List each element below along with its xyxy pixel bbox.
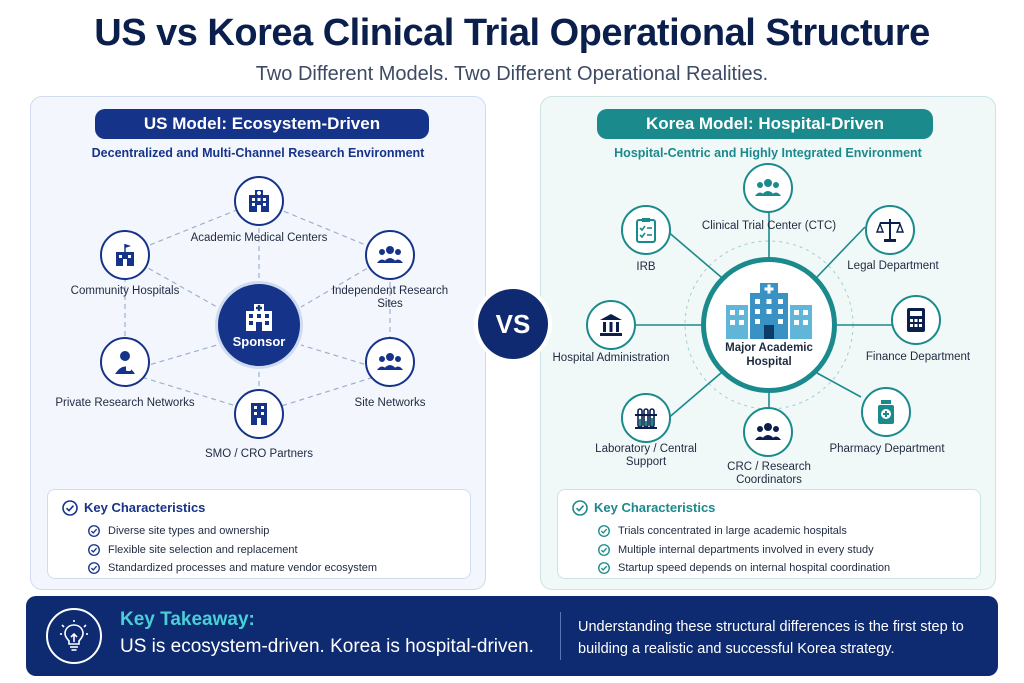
check-circle-icon <box>598 562 610 575</box>
us-node-independent <box>365 230 415 280</box>
korea-label-pharmacy: Pharmacy Department <box>829 443 945 455</box>
hospital-building-icon <box>249 190 269 212</box>
korea-node-lab <box>621 393 671 443</box>
check-circle-icon <box>88 562 100 575</box>
us-model-panel: US Model: Ecosystem-Driven Decentralized… <box>30 96 486 590</box>
check-circle-icon <box>88 543 100 556</box>
korea-characteristic-text: Trials concentrated in large academic ho… <box>618 525 847 538</box>
medicine-bottle-icon <box>878 400 894 424</box>
list-item: Flexible site selection and replacement <box>88 541 377 560</box>
us-model-tagline: Decentralized and Multi-Channel Research… <box>91 146 425 160</box>
institution-columns-icon <box>600 314 622 336</box>
korea-model-heading: Korea Model: Hospital-Driven <box>597 109 933 139</box>
list-item: Trials concentrated in large academic ho… <box>598 522 890 541</box>
korea-node-crc <box>743 407 793 457</box>
korea-node-pharmacy <box>861 387 911 437</box>
hospital-flag-icon <box>116 244 134 266</box>
korea-node-admin <box>586 300 636 350</box>
key-takeaway-label: Key Takeaway: <box>120 609 255 630</box>
key-takeaway-text: US is ecosystem-driven. Korea is hospita… <box>120 636 534 657</box>
people-group-icon <box>755 179 781 196</box>
banner-divider <box>560 612 561 660</box>
list-item: Standardized processes and mature vendor… <box>88 559 377 578</box>
korea-label-crc: CRC / Research Coordinators <box>727 461 811 486</box>
us-model-heading: US Model: Ecosystem-Driven <box>95 109 429 139</box>
hospital-building-icon <box>726 283 812 339</box>
korea-model-tagline: Hospital-Centric and Highly Integrated E… <box>614 146 922 160</box>
us-characteristic-text: Flexible site selection and replacement <box>108 543 298 556</box>
korea-label-ctc: Clinical Trial Center (CTC) <box>701 220 837 232</box>
us-label-academic: Academic Medical Centers <box>190 232 328 244</box>
us-characteristics-title: Key Characteristics <box>84 500 206 515</box>
list-item: Multiple internal departments involved i… <box>598 541 890 560</box>
test-tubes-icon <box>635 408 657 429</box>
clipboard-checklist-icon <box>636 218 656 243</box>
people-group-icon <box>755 423 781 440</box>
korea-node-ctc <box>743 163 793 213</box>
korea-model-panel: Korea Model: Hospital-Driven Hospital-Ce… <box>540 96 996 590</box>
page-subtitle: Two Different Models. Two Different Oper… <box>255 63 769 85</box>
office-building-icon <box>251 403 267 425</box>
hospital-building-icon <box>246 303 272 331</box>
korea-characteristics-title: Key Characteristics <box>594 500 716 515</box>
us-node-community <box>100 230 150 280</box>
korea-label-admin: Hospital Administration <box>552 352 670 364</box>
key-takeaway-detail: Understanding these structural differenc… <box>578 619 964 657</box>
us-node-site-networks <box>365 337 415 387</box>
korea-characteristic-text: Multiple internal departments involved i… <box>618 543 874 556</box>
us-node-academic <box>234 176 284 226</box>
korea-node-legal <box>865 205 915 255</box>
check-circle-icon <box>598 525 610 538</box>
us-label-independent: Independent Research Sites <box>331 285 449 310</box>
us-hub-label: Sponsor <box>232 333 286 349</box>
calculator-icon <box>907 308 925 332</box>
us-label-site-networks: Site Networks <box>354 397 426 409</box>
korea-label-legal: Legal Department <box>847 260 939 272</box>
korea-label-lab: Laboratory / Central Support <box>595 443 697 468</box>
person-doctor-icon <box>115 351 135 374</box>
list-item: Startup speed depends on internal hospit… <box>598 559 890 578</box>
people-group-icon <box>377 353 403 370</box>
check-circle-icon <box>572 500 588 516</box>
korea-node-finance <box>891 295 941 345</box>
korea-label-irb: IRB <box>636 261 656 273</box>
vs-badge: VS <box>478 289 548 359</box>
list-item: Diverse site types and ownership <box>88 522 377 541</box>
us-key-characteristics: Key Characteristics Diverse site types a… <box>47 489 471 579</box>
korea-key-characteristics: Key Characteristics Trials concentrated … <box>557 489 981 579</box>
us-label-private: Private Research Networks <box>55 397 195 409</box>
us-characteristic-text: Standardized processes and mature vendor… <box>108 562 378 575</box>
korea-label-finance: Finance Department <box>865 351 971 363</box>
us-node-private <box>100 337 150 387</box>
korea-hub-hospital: Major Academic Hospital <box>701 257 837 393</box>
korea-characteristic-text: Startup speed depends on internal hospit… <box>618 562 891 575</box>
scales-icon <box>875 219 905 242</box>
page-title: US vs Korea Clinical Trial Operational S… <box>94 12 930 54</box>
korea-hub-label: Major Academic Hospital <box>725 342 813 368</box>
us-node-smo <box>234 389 284 439</box>
check-circle-icon <box>88 525 100 538</box>
people-group-icon <box>377 246 403 263</box>
korea-node-irb <box>621 205 671 255</box>
lightbulb-icon <box>46 608 102 664</box>
check-circle-icon <box>62 500 78 516</box>
us-label-smo: SMO / CRO Partners <box>205 448 313 460</box>
us-label-community: Community Hospitals <box>70 285 180 297</box>
us-characteristic-text: Diverse site types and ownership <box>108 525 270 538</box>
korea-connector-lines <box>636 210 898 421</box>
us-hub-sponsor: Sponsor <box>215 281 303 369</box>
key-takeaway-banner: Key Takeaway: US is ecosystem-driven. Ko… <box>26 596 998 676</box>
check-circle-icon <box>598 543 610 556</box>
